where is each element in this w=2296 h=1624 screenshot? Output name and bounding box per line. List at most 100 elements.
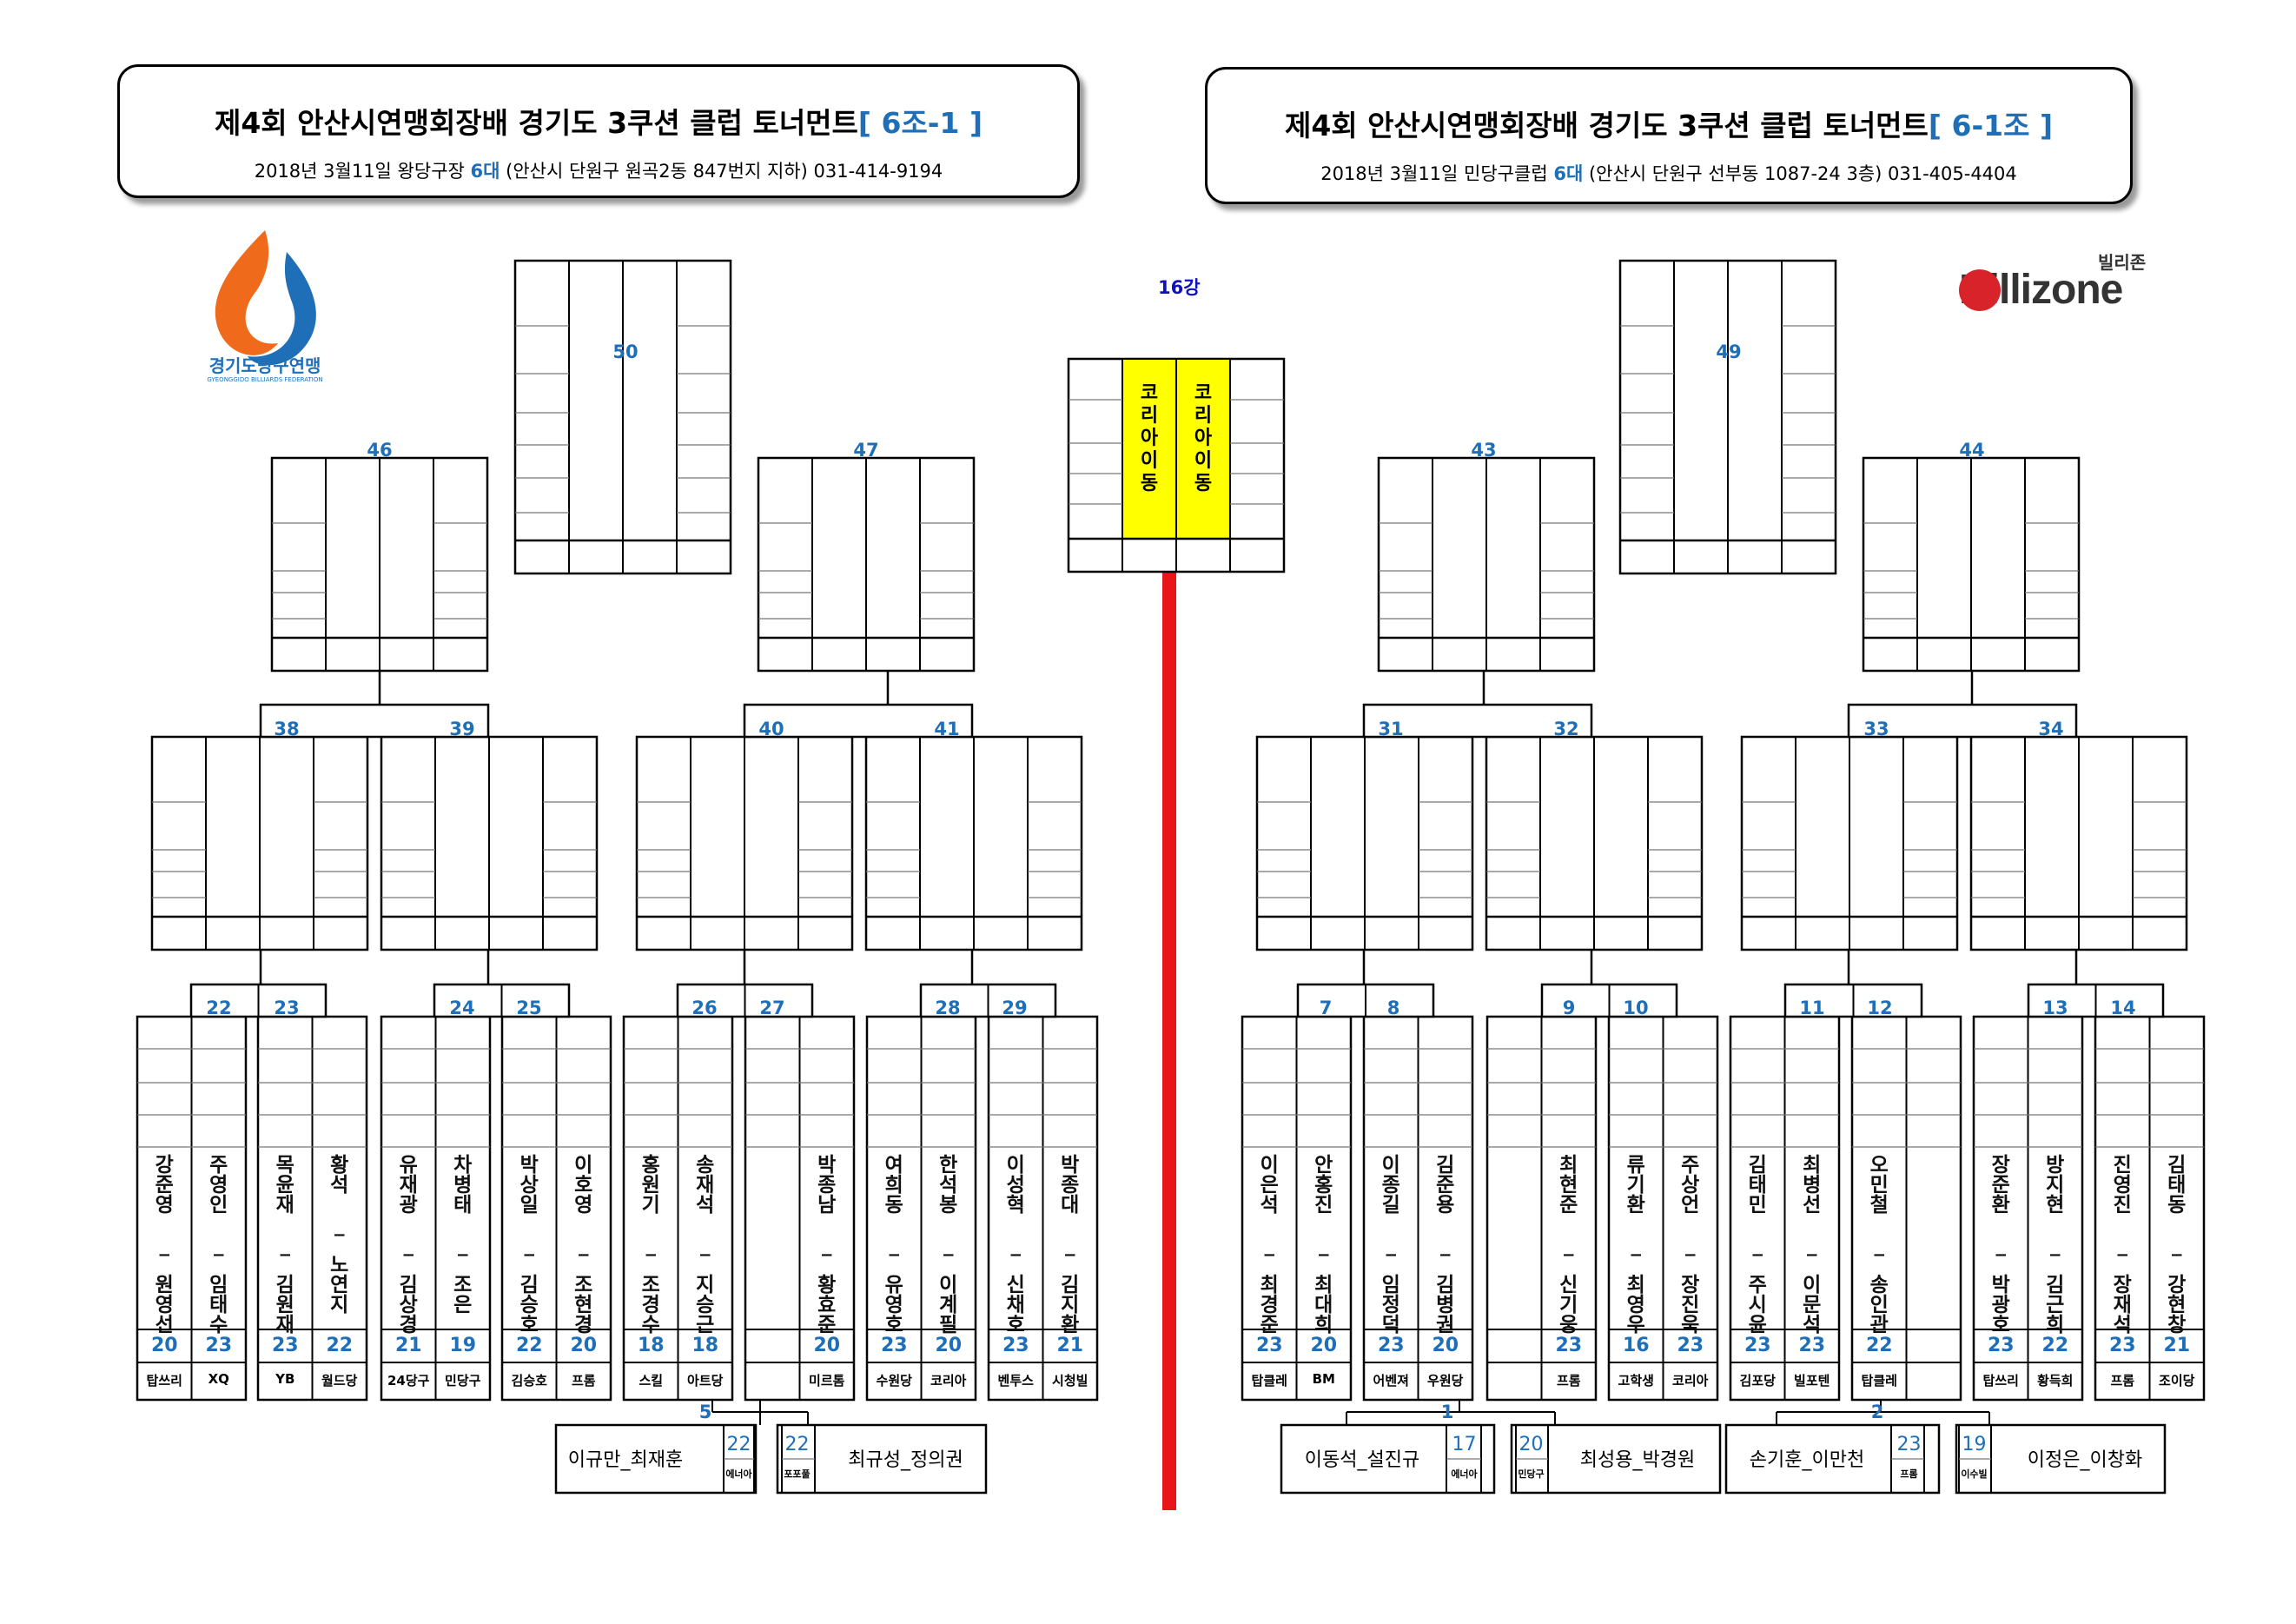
player-name: 오 민 철 _ 송 인 관 [1869, 1154, 1889, 1336]
player-name: 진 영 진 _ 장 재 석 [2113, 1154, 2132, 1336]
match-label-24: 24 [449, 998, 475, 1018]
player-score: 23 [271, 1335, 299, 1356]
player-club: 24당구 [387, 1373, 430, 1389]
player-score: 23 [1987, 1335, 2015, 1356]
match-label-33: 33 [1863, 719, 1889, 739]
bye-name: 최규성_정의권 [848, 1449, 963, 1471]
player-score: 23 [1798, 1335, 1826, 1356]
player-name: 목 윤 재 _ 김 원 재 [275, 1154, 294, 1336]
match-label-14: 14 [2110, 998, 2136, 1018]
player-name: 황 석 _ 노 연 지 [330, 1154, 349, 1316]
player-score: 18 [637, 1335, 665, 1356]
player-name: 안 홍 진 _ 최 대 희 [1314, 1154, 1333, 1336]
player-name: 차 병 태 _ 조 은 [453, 1154, 473, 1316]
match-label-8: 8 [1386, 998, 1400, 1018]
match-label-5: 5 [698, 1402, 712, 1422]
federation-logo-text: 경기도당구연맹 [208, 355, 321, 376]
player-score: 23 [1002, 1335, 1029, 1356]
player-name: 박 상 일 _ 김 승 호 [519, 1154, 539, 1336]
player-score: 23 [1744, 1335, 1771, 1356]
player-club: 고학생 [1618, 1373, 1654, 1389]
player-club: 탑쓰리 [146, 1373, 182, 1389]
billizone-logo: 빌리존 Billizone [1959, 252, 2185, 323]
player-name: 주 상 언 _ 장 진 욱 [1681, 1154, 1700, 1336]
bye-club: 에너아 [1451, 1468, 1478, 1480]
player-club: YB [275, 1371, 295, 1387]
player-name: 홍 원 기 _ 조 경 수 [641, 1154, 660, 1336]
player-score: 20 [813, 1335, 841, 1356]
player-score: 23 [1677, 1335, 1704, 1356]
match-label-46: 46 [367, 440, 393, 461]
player-club: 탑쓰리 [1982, 1373, 2019, 1389]
player-name: 주 영 인 _ 임 태 수 [209, 1154, 228, 1336]
player-club: 프롬 [2110, 1373, 2135, 1389]
bye-box-0 [554, 1423, 758, 1495]
player-name: 방 지 현 _ 김 근 희 [2046, 1154, 2065, 1336]
player-score: 22 [1865, 1335, 1893, 1356]
player-club: 코리아 [1672, 1373, 1709, 1389]
player-score: 22 [515, 1335, 543, 1356]
match-label-26: 26 [691, 998, 718, 1018]
bye-name: 이정은_이창화 [2027, 1449, 2143, 1471]
bye-score: 17 [1452, 1434, 1477, 1455]
round-label: 16강 [1158, 277, 1201, 298]
player-score: 21 [394, 1335, 422, 1356]
player-score: 21 [2163, 1335, 2191, 1356]
bye-club: 에너아 [725, 1468, 752, 1480]
right-header-subtitle: 2018년 3월11일 민당구클럽 6대 (안산시 단원구 선부동 1087-2… [1320, 163, 2017, 184]
bye-club: 프롬 [1900, 1468, 1918, 1480]
center-yellow-col1 [1122, 358, 1177, 540]
player-score: 20 [570, 1335, 598, 1356]
player-name: 김 태 동 _ 강 현 창 [2167, 1154, 2187, 1336]
match-label-49: 49 [1716, 341, 1742, 362]
player-name: 이 종 길 _ 임 정 덕 [1381, 1154, 1400, 1336]
player-score: 19 [449, 1335, 477, 1356]
player-club: BM [1312, 1371, 1335, 1387]
match-label-1: 1 [1440, 1402, 1454, 1422]
player-name: 최 현 준 _ 신 기 웅 [1559, 1154, 1578, 1336]
match-label-28: 28 [935, 998, 961, 1018]
player-club: 김포당 [1739, 1373, 1776, 1389]
player-name: 김 준 용 _ 김 병 권 [1436, 1154, 1455, 1336]
player-club: 빌포텐 [1794, 1373, 1830, 1389]
player-score: 20 [1432, 1335, 1459, 1356]
match-label-40: 40 [758, 719, 784, 739]
player-score: 16 [1622, 1335, 1650, 1356]
federation-flame-icon [215, 230, 316, 366]
player-club: 탑클레 [1861, 1373, 1897, 1389]
match-label-10: 10 [1623, 998, 1649, 1018]
match-label-13: 13 [2042, 998, 2068, 1018]
player-name: 류 기 환 _ 최 영 우 [1626, 1154, 1645, 1336]
right-header-box: 제4회 안산시연맹회장배 경기도 3쿠션 클럽 토너먼트[ 6-1조 ] 201… [1205, 67, 2133, 204]
match-label-39: 39 [449, 719, 475, 739]
player-name: 이 성 혁 _ 신 채 호 [1006, 1154, 1025, 1336]
player-score: 23 [2108, 1335, 2136, 1356]
center-col1-text: 코 리 아 이 동 [1140, 382, 1159, 494]
match-label-25: 25 [516, 998, 542, 1018]
player-score: 23 [1255, 1335, 1283, 1356]
player-score: 21 [1056, 1335, 1084, 1356]
match-label-2: 2 [1870, 1402, 1884, 1422]
center-yellow-col2 [1175, 358, 1231, 540]
player-name: 이 은 석 _ 최 경 준 [1260, 1154, 1279, 1336]
match-label-47: 47 [853, 440, 879, 461]
player-club: 탑클레 [1251, 1373, 1287, 1389]
bye-club: 민당구 [1518, 1468, 1545, 1480]
bye-name: 이규만_최재훈 [567, 1449, 684, 1471]
billizone-ball-icon [1959, 269, 2001, 311]
player-club: 우원당 [1427, 1373, 1464, 1389]
player-club: 황득희 [2037, 1373, 2074, 1389]
player-name: 강 준 영 _ 원 영 선 [155, 1154, 174, 1336]
match-label-44: 44 [1959, 440, 1985, 461]
match-label-31: 31 [1378, 719, 1404, 739]
match-label-41: 41 [934, 719, 960, 739]
player-club: 월드당 [321, 1373, 358, 1389]
player-name: 박 종 남 _ 황 효 준 [817, 1154, 837, 1336]
match-label-9: 9 [1562, 998, 1576, 1018]
player-club: 벤투스 [997, 1373, 1034, 1389]
match-label-22: 22 [206, 998, 232, 1018]
player-club: 김승호 [511, 1373, 547, 1389]
player-club: 프롬 [1556, 1373, 1581, 1389]
player-name: 여 희 동 _ 유 영 호 [884, 1154, 903, 1336]
